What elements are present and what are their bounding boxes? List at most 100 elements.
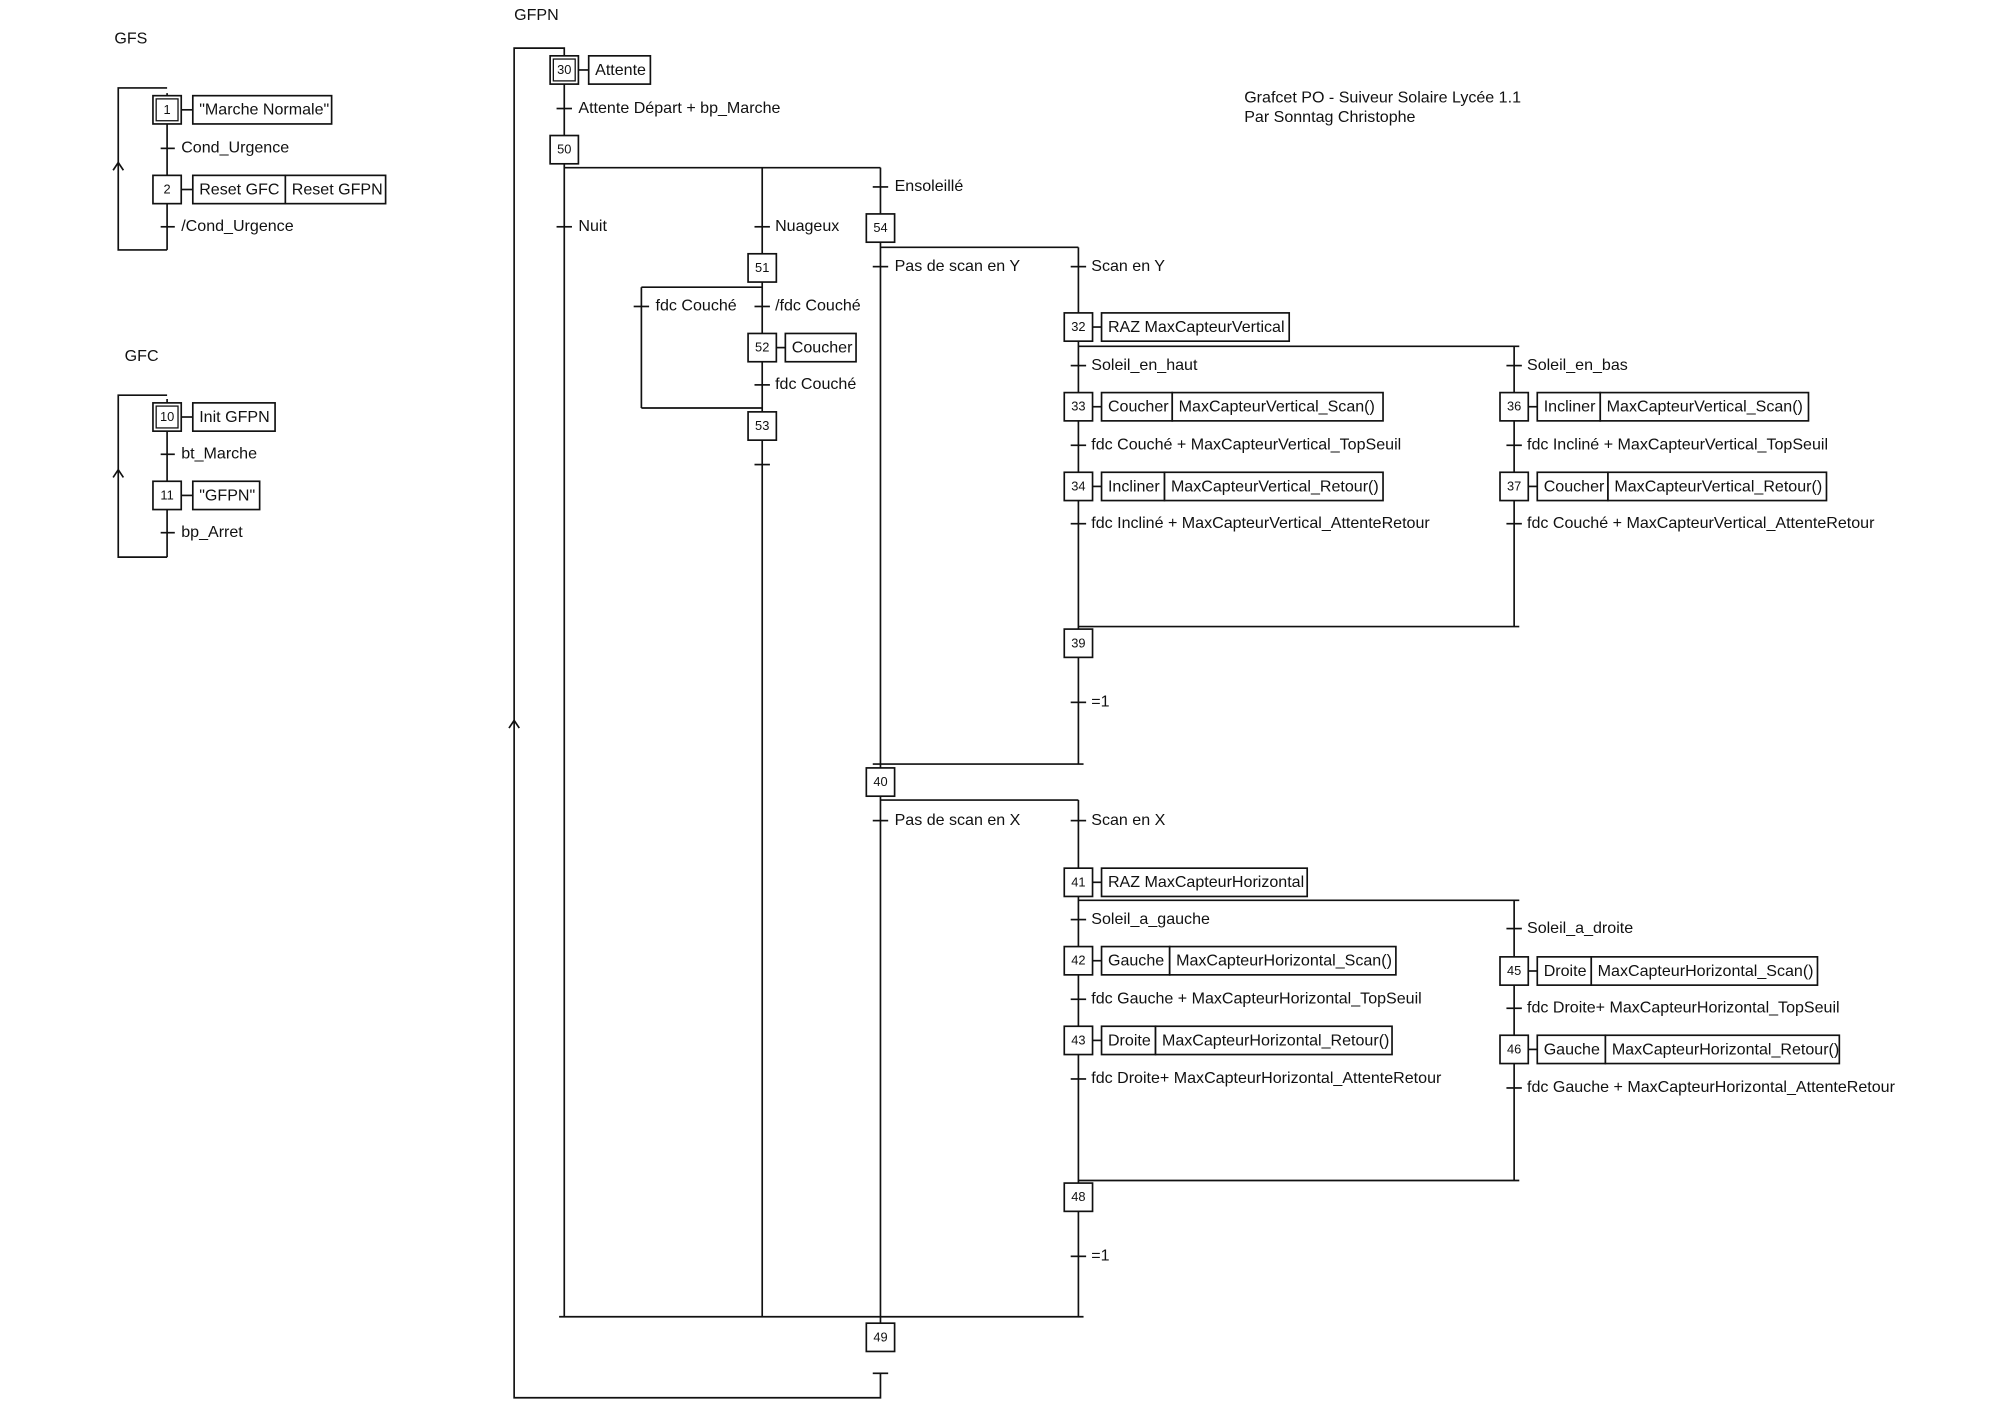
action-label: RAZ MaxCapteurHorizontal bbox=[1108, 873, 1304, 891]
action-label: Droite bbox=[1108, 1031, 1151, 1049]
step-30-actions: Attente bbox=[587, 54, 652, 85]
step-number: 32 bbox=[1071, 319, 1085, 334]
step-number: 46 bbox=[1507, 1041, 1521, 1056]
transition-46: fdc Gauche + MaxCapteurHorizontal_Attent… bbox=[1527, 1078, 1896, 1096]
transition-scan-y: Scan en Y bbox=[1091, 257, 1165, 275]
step-37-actions: Coucher MaxCapteurVertical_Retour() bbox=[1536, 471, 1828, 502]
gfpn-step-32: 32 bbox=[1063, 312, 1094, 343]
step-number: 39 bbox=[1071, 635, 1085, 650]
step-number: 10 bbox=[160, 409, 174, 424]
step-number: 37 bbox=[1507, 478, 1521, 493]
step-33-actions: Coucher MaxCapteurVertical_Scan() bbox=[1100, 391, 1384, 422]
gfs-step-2-actions: Reset GFC Reset GFPN bbox=[191, 174, 387, 205]
transition-30: Attente Départ + bp_Marche bbox=[578, 99, 780, 117]
action-label: Coucher bbox=[1108, 398, 1169, 416]
gfpn-step-43: 43 bbox=[1063, 1025, 1094, 1056]
step-number: 54 bbox=[873, 220, 887, 235]
step-number: 48 bbox=[1071, 1189, 1085, 1204]
gfpn-step-37: 37 bbox=[1499, 471, 1530, 502]
transition-39: =1 bbox=[1091, 693, 1109, 711]
transition-pas-scan-x: Pas de scan en X bbox=[895, 811, 1021, 829]
action-label: Init GFPN bbox=[199, 408, 269, 426]
transition-fdc-couche: fdc Couché bbox=[656, 297, 737, 315]
gfpn-step-30: 30 bbox=[549, 54, 580, 85]
step-number: 33 bbox=[1071, 399, 1085, 414]
transition-ensoleille: Ensoleillé bbox=[895, 177, 964, 195]
gfpn-step-42: 42 bbox=[1063, 945, 1094, 976]
action-label: MaxCapteurHorizontal_Scan() bbox=[1598, 962, 1814, 980]
gfpn-step-34: 34 bbox=[1063, 471, 1094, 502]
action-label: MaxCapteurVertical_Scan() bbox=[1607, 398, 1803, 416]
step-number: 42 bbox=[1071, 953, 1085, 968]
transition-nuageux: Nuageux bbox=[775, 217, 839, 235]
transition-42: fdc Gauche + MaxCapteurHorizontal_TopSeu… bbox=[1091, 990, 1421, 1008]
gfpn-lines bbox=[508, 47, 1538, 1399]
step-number: 1 bbox=[164, 102, 171, 117]
action-label: Reset GFPN bbox=[292, 180, 383, 198]
step-number: 41 bbox=[1071, 874, 1085, 889]
step-number: 51 bbox=[755, 260, 769, 275]
transition-not-fdc-couche: /fdc Couché bbox=[775, 297, 861, 315]
transition-nuit: Nuit bbox=[578, 217, 607, 235]
action-label: RAZ MaxCapteurVertical bbox=[1108, 318, 1285, 336]
gfc-step-11: 11 bbox=[152, 480, 183, 511]
action-label: Incliner bbox=[1544, 398, 1596, 416]
step-34-actions: Incliner MaxCapteurVertical_Retour() bbox=[1100, 471, 1384, 502]
action-label: Coucher bbox=[792, 338, 853, 356]
gfpn-step-39: 39 bbox=[1063, 628, 1094, 659]
action-label: Gauche bbox=[1544, 1040, 1600, 1058]
gfc-lines bbox=[112, 394, 193, 558]
gfs-transition-2: /Cond_Urgence bbox=[181, 217, 293, 235]
action-label: "GFPN" bbox=[199, 486, 255, 504]
action-label: Reset GFC bbox=[199, 180, 279, 198]
transition-soleil-haut: Soleil_en_haut bbox=[1091, 356, 1198, 374]
gfpn-step-54: 54 bbox=[865, 213, 896, 244]
transition-43: fdc Droite+ MaxCapteurHorizontal_Attente… bbox=[1091, 1069, 1442, 1087]
gfc-transition-1: bt_Marche bbox=[181, 445, 257, 463]
step-number: 52 bbox=[755, 340, 769, 355]
transition-soleil-bas: Soleil_en_bas bbox=[1527, 356, 1628, 374]
transition-soleil-droite: Soleil_a_droite bbox=[1527, 919, 1633, 937]
action-label: MaxCapteurHorizontal_Retour() bbox=[1162, 1031, 1389, 1049]
gfs-transition-1: Cond_Urgence bbox=[181, 139, 289, 157]
transition-48: =1 bbox=[1091, 1247, 1109, 1265]
gfpn-step-41: 41 bbox=[1063, 867, 1094, 898]
step-43-actions: Droite MaxCapteurHorizontal_Retour() bbox=[1100, 1025, 1393, 1056]
action-label: "Marche Normale" bbox=[199, 101, 329, 119]
step-number: 40 bbox=[873, 774, 887, 789]
action-label: Gauche bbox=[1108, 952, 1164, 970]
step-32-actions: RAZ MaxCapteurVertical bbox=[1100, 312, 1291, 343]
gfc-transition-2: bp_Arret bbox=[181, 523, 243, 541]
step-41-actions: RAZ MaxCapteurHorizontal bbox=[1100, 867, 1309, 898]
action-label: MaxCapteurVertical_Retour() bbox=[1614, 477, 1822, 495]
gfc-step-10-actions: Init GFPN bbox=[191, 402, 276, 432]
step-number: 50 bbox=[557, 142, 571, 157]
action-label: MaxCapteurVertical_Scan() bbox=[1179, 398, 1375, 416]
step-number: 30 bbox=[557, 62, 571, 77]
gfpn-step-36: 36 bbox=[1499, 391, 1530, 422]
transition-34: fdc Incliné + MaxCapteurVertical_Attente… bbox=[1091, 514, 1430, 532]
transition-45: fdc Droite+ MaxCapteurHorizontal_TopSeui… bbox=[1527, 999, 1840, 1017]
action-label: MaxCapteurHorizontal_Retour() bbox=[1612, 1040, 1839, 1058]
gfpn-title: GFPN bbox=[514, 6, 559, 24]
gfpn-step-52: 52 bbox=[747, 332, 778, 363]
transition-pas-scan-y: Pas de scan en Y bbox=[895, 257, 1021, 275]
gfs-step-1: 1 bbox=[152, 94, 183, 125]
step-number: 2 bbox=[164, 182, 171, 197]
diagram-author: Par Sonntag Christophe bbox=[1244, 108, 1415, 126]
step-number: 45 bbox=[1507, 963, 1521, 978]
gfs-step-2: 2 bbox=[152, 174, 183, 205]
gfpn-step-48: 48 bbox=[1063, 1182, 1094, 1213]
transition-36: fdc Incliné + MaxCapteurVertical_TopSeui… bbox=[1527, 436, 1828, 454]
step-number: 34 bbox=[1071, 478, 1085, 493]
action-label: MaxCapteurVertical_Retour() bbox=[1171, 477, 1379, 495]
gfpn-step-50: 50 bbox=[549, 134, 580, 165]
gfpn-step-53: 53 bbox=[747, 411, 778, 441]
gfc-step-11-actions: "GFPN" bbox=[191, 480, 261, 511]
action-label: Coucher bbox=[1544, 477, 1605, 495]
action-label: Incliner bbox=[1108, 477, 1160, 495]
gfc-title: GFC bbox=[125, 347, 159, 365]
action-label: MaxCapteurHorizontal_Scan() bbox=[1176, 952, 1392, 970]
gfs-title: GFS bbox=[114, 29, 147, 47]
